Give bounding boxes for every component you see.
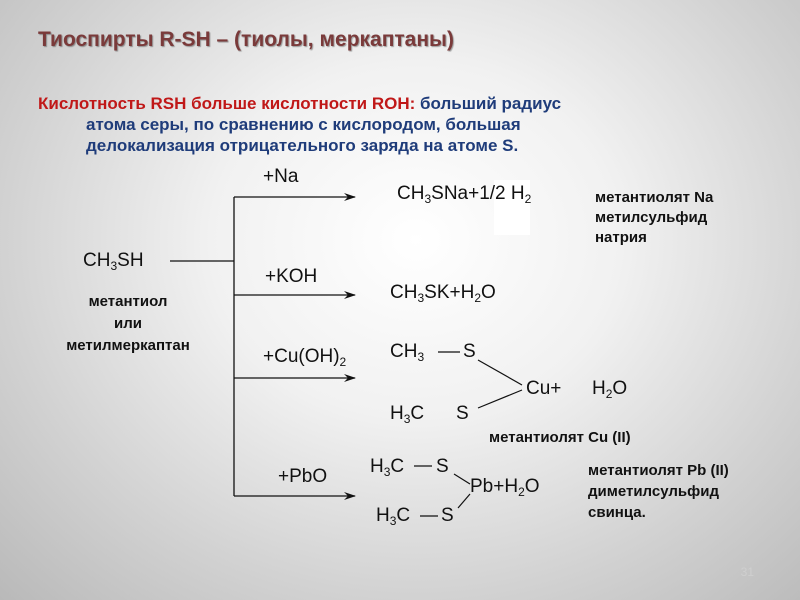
cu-product-sulfur-top: S — [463, 341, 476, 362]
cu-product-metal: Cu+ — [526, 378, 562, 399]
pb-product-sulfur-bottom: S — [441, 505, 454, 526]
cu-product-water: H2O — [592, 378, 628, 401]
reagent-koh: +KOH — [265, 266, 318, 287]
reactant-name-line-3: метилмеркаптан — [66, 337, 190, 354]
note-lead-line-2: диметилсульфид — [588, 483, 719, 500]
reactant-name-line-1: метантиол — [88, 293, 168, 310]
note-sodium-line-1: метантиолят Na — [595, 189, 714, 206]
note-sodium-line-2: метилсульфид — [595, 209, 708, 226]
reactant-name: метантиол или метилмеркаптан — [38, 292, 218, 356]
note-lead-line-3: свинца. — [588, 504, 646, 521]
cu-product-sulfur-bottom: S — [456, 403, 469, 424]
note-lead-salt: метантиолят Pb (II) диметилсульфид свинц… — [588, 460, 729, 523]
pb-product-metal: Pb+H2O — [470, 476, 540, 499]
pb-product-h3c-bottom: H3C — [376, 505, 411, 528]
note-sodium-salt: метантиолят Na метилсульфид натрия — [595, 188, 713, 248]
fraction-highlight-box — [494, 180, 530, 235]
reagent-cuoh2: +Cu(OH)2 — [263, 346, 347, 369]
reagent-pbo: +PbO — [278, 466, 328, 487]
intro-text: Кислотность RSH больше кислотности ROH: … — [38, 93, 778, 156]
reactant-connector — [170, 197, 235, 496]
page-number: 31 — [740, 565, 754, 579]
cu-complex-bonds — [438, 351, 523, 409]
note-copper-salt: метантиолят Cu (II) — [489, 429, 631, 446]
reagent-na: +Na — [263, 166, 299, 187]
slide-title: Тиоспирты R-SH – (тиолы, меркаптаны) — [38, 28, 454, 51]
pb-complex-bonds — [414, 465, 471, 517]
intro-line-3: делокализация отрицательного заряда на а… — [86, 136, 519, 155]
intro-acidity-claim: Кислотность RSH больше кислотности ROH: — [38, 94, 416, 113]
intro-line-1: больший радиус — [415, 94, 562, 113]
cu-product-h3c: H3C — [390, 403, 425, 426]
intro-line-2: атома серы, по сравнению с кислородом, б… — [86, 115, 521, 134]
pb-product-h3c-top: H3C — [370, 456, 405, 479]
pb-product-sulfur-top: S — [436, 456, 449, 477]
reactant-name-line-2: или — [114, 315, 142, 332]
cu-product-ch3: CH3 — [390, 341, 425, 364]
note-sodium-line-3: натрия — [595, 229, 647, 246]
product-na: CH3SNa+1/2 H2 — [397, 183, 532, 206]
note-lead-line-1: метантиолят Pb (II) — [588, 462, 729, 479]
product-koh: CH3SK+H2O — [390, 282, 496, 305]
reactant-formula: CH3SH — [83, 250, 144, 273]
